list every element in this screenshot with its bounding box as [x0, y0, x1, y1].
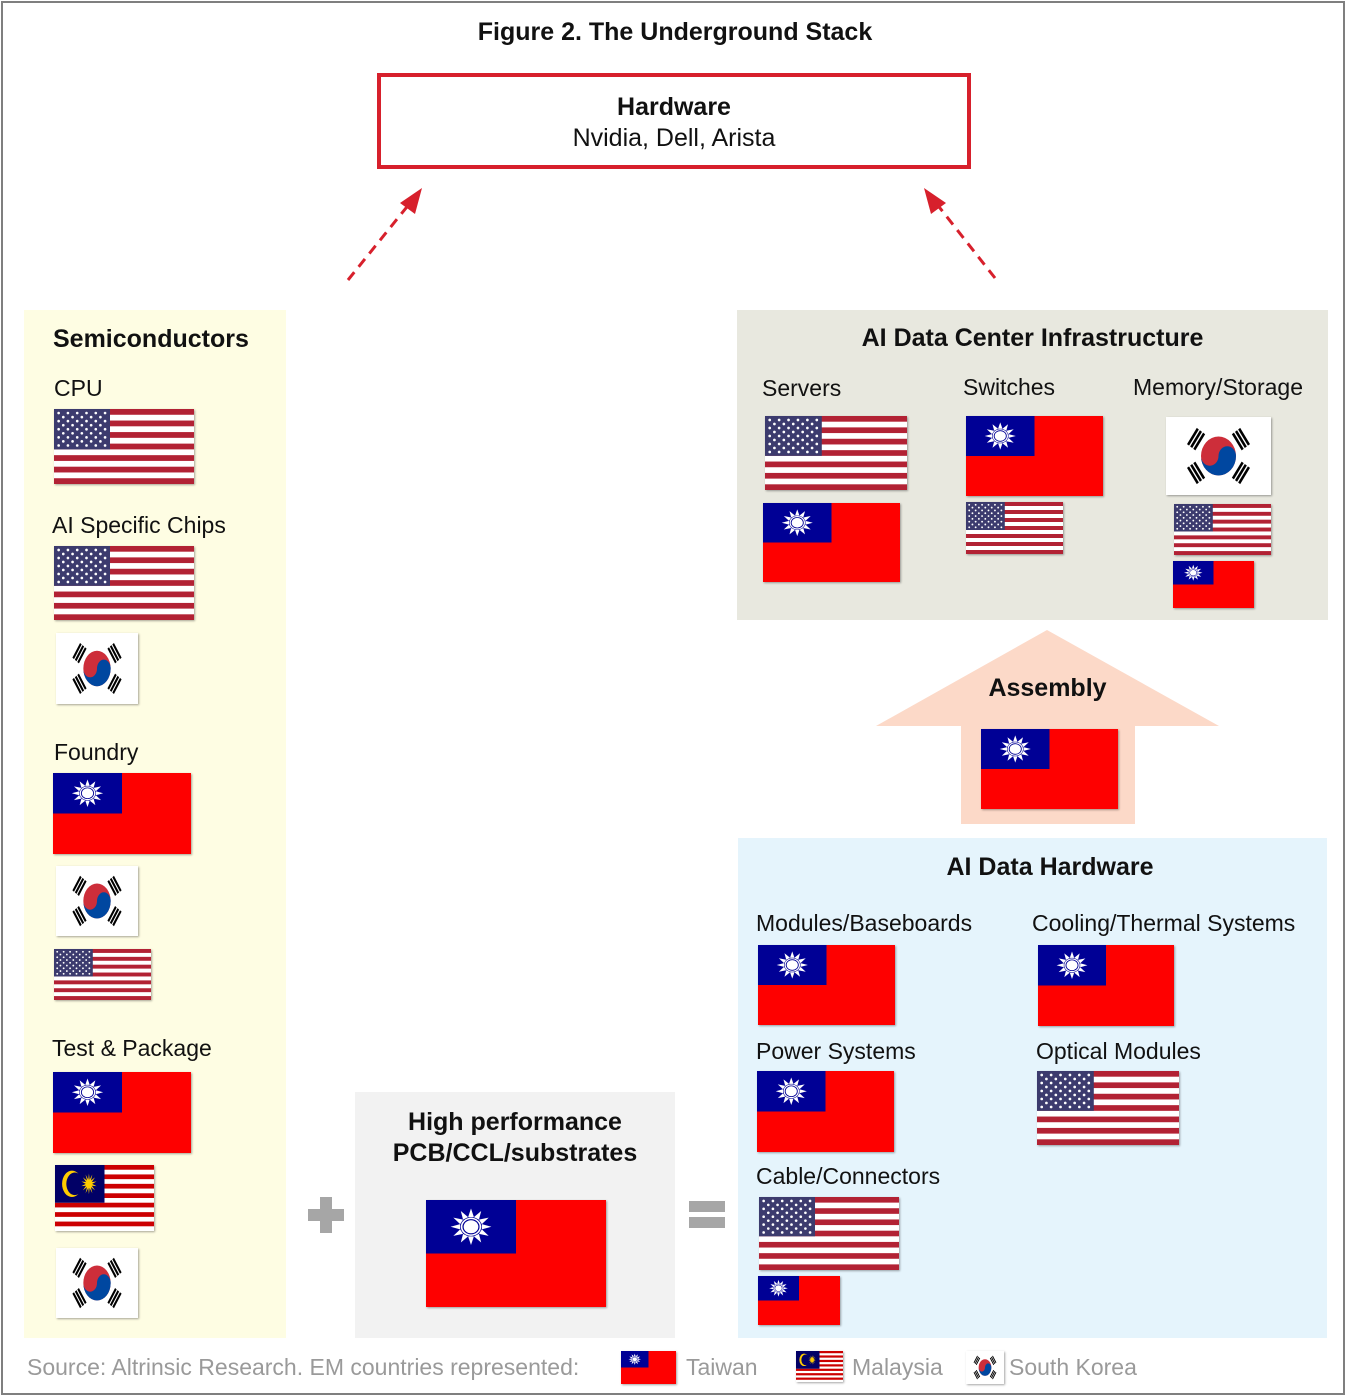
south-korea-flag-icon [1166, 417, 1271, 495]
south-korea-flag-icon [56, 633, 138, 704]
us-flag-icon [759, 1197, 899, 1270]
figure-title: Figure 2. The Underground Stack [477, 18, 873, 46]
hardware-heading: Hardware [617, 93, 731, 121]
malaysia-legend-flag-icon [796, 1351, 843, 1382]
left-arrow-head [400, 188, 422, 214]
right-dashed-arrow [934, 202, 997, 279]
taiwan-flag-icon [53, 1072, 191, 1153]
legend-taiwan: Taiwan [686, 1354, 758, 1380]
label-memory-storage: Memory/Storage [1133, 374, 1304, 400]
label-switches: Switches [963, 374, 1056, 400]
arrows-to-hardware [346, 188, 997, 281]
taiwan-flag-icon [53, 773, 191, 854]
assembly-label: Assembly [988, 674, 1107, 702]
ai-data-hardware-heading: AI Data Hardware [946, 853, 1154, 881]
label-ai-specific-chips: AI Specific Chips [52, 512, 226, 538]
source-note: Source: Altrinsic Research. EM countries… [27, 1354, 580, 1380]
taiwan-flag-icon [758, 1276, 840, 1325]
hardware-companies: Nvidia, Dell, Arista [572, 124, 776, 152]
label-test-package: Test & Package [52, 1035, 212, 1061]
hardware-box: Hardware Nvidia, Dell, Arista [377, 73, 971, 169]
taiwan-flag-icon [966, 416, 1103, 496]
label-cpu: CPU [54, 375, 103, 401]
legend-malaysia: Malaysia [852, 1354, 943, 1380]
plus-icon [308, 1197, 344, 1233]
assembly-arrow-shape [876, 630, 1219, 824]
label-servers: Servers [762, 375, 842, 401]
label-power-systems: Power Systems [756, 1038, 916, 1064]
us-flag-icon [54, 949, 151, 1000]
taiwan-flag-icon [763, 503, 900, 582]
label-modules-baseboards: Modules/Baseboards [756, 910, 973, 936]
south-korea-flag-icon [56, 866, 138, 936]
us-flag-icon [1037, 1071, 1179, 1145]
equals-icon [689, 1201, 725, 1228]
taiwan-flag-icon [981, 729, 1118, 809]
taiwan-flag-icon [1173, 561, 1254, 608]
legend-south-korea: South Korea [1009, 1354, 1137, 1380]
right-arrow-head [924, 188, 946, 214]
label-cooling-thermal: Cooling/Thermal Systems [1032, 910, 1296, 936]
taiwan-legend-flag-icon [621, 1351, 676, 1384]
south-korea-legend-flag-icon [966, 1351, 1004, 1384]
label-optical-modules: Optical Modules [1036, 1038, 1201, 1064]
pcb-heading-line2: PCB/CCL/substrates [392, 1139, 638, 1167]
taiwan-flag-icon [426, 1200, 606, 1307]
datacenter-heading: AI Data Center Infrastructure [861, 324, 1204, 352]
pcb-heading-line1: High performance [408, 1108, 622, 1136]
taiwan-flag-icon [1038, 945, 1174, 1026]
us-flag-icon [54, 546, 194, 620]
malaysia-flag-icon [55, 1165, 154, 1231]
us-flag-icon [765, 416, 907, 490]
assembly-arrow [876, 630, 1219, 824]
label-foundry: Foundry [54, 739, 139, 765]
us-flag-icon [966, 502, 1063, 554]
south-korea-flag-icon [56, 1248, 138, 1318]
us-flag-icon [54, 409, 194, 484]
left-dashed-arrow [346, 202, 412, 281]
label-cable-connectors: Cable/Connectors [756, 1163, 941, 1189]
taiwan-flag-icon [758, 945, 895, 1025]
semiconductors-heading: Semiconductors [53, 325, 249, 353]
us-flag-icon [1174, 504, 1271, 555]
taiwan-flag-icon [757, 1071, 894, 1152]
